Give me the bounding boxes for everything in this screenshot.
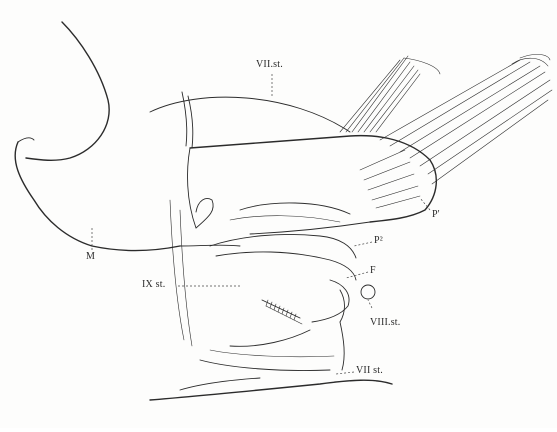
bristle-fan-right: [380, 54, 552, 184]
leader-p2: [354, 242, 372, 246]
body-outline-m: [15, 142, 180, 251]
head-outline: [26, 22, 109, 160]
leader-p1: [420, 198, 430, 210]
label-vii-st-top: VII.st.: [256, 60, 283, 70]
label-p2: P²: [374, 236, 383, 246]
leader-vii-bottom: [336, 372, 354, 374]
lower-sternite: [150, 380, 392, 400]
bristle-fan-left: [340, 56, 440, 132]
leader-f: [346, 272, 368, 278]
seventh-sternite-arc: [150, 97, 350, 132]
label-p1: P': [432, 210, 440, 220]
label-f: F: [370, 266, 376, 276]
label-ix-st: IX st.: [142, 280, 165, 290]
label-m: M: [86, 252, 95, 262]
label-viii-st: VIII.st.: [370, 318, 400, 328]
leader-viii: [368, 300, 372, 308]
label-vii-st-bottom: VII st.: [356, 366, 383, 376]
